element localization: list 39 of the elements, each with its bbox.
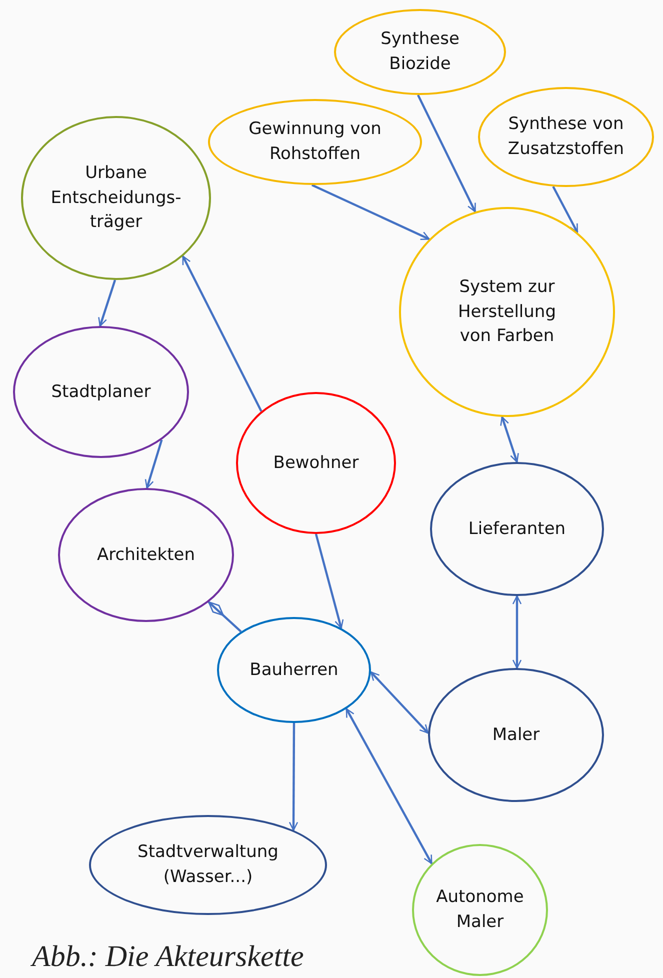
arrow	[98, 280, 116, 327]
node-label: Bauherren	[250, 658, 338, 682]
ellipse-node	[21, 116, 211, 280]
ellipse-node	[217, 617, 371, 723]
node-label: Lieferanten	[468, 518, 566, 541]
ellipse-node	[399, 207, 615, 417]
node-label: Maler	[492, 724, 540, 747]
caption: Abb.: Die Akteurskette	[32, 940, 304, 974]
node-label: Architekten	[97, 544, 195, 567]
arrow	[314, 534, 344, 629]
node-label: Stadtverwaltung (Wasser...)	[136, 841, 280, 889]
node-label: Synthese von Zusatzstoffen	[506, 113, 626, 161]
arrow	[182, 256, 262, 412]
arrow	[370, 671, 429, 734]
arrow	[417, 94, 476, 212]
ellipse-node	[58, 488, 234, 622]
node-label: System zur Herstellung von Farben	[457, 276, 557, 348]
ellipse-node	[208, 99, 422, 185]
arrow	[144, 439, 163, 489]
node-label: Autonome Maler	[435, 886, 525, 934]
ellipse-node	[89, 815, 327, 915]
arrow	[311, 184, 430, 240]
ellipse-node	[430, 462, 604, 596]
arrow	[552, 186, 578, 233]
node-label: Urbane Entscheidungs- träger	[50, 162, 182, 234]
ellipse-node	[13, 326, 189, 458]
arrow	[288, 723, 298, 831]
ellipse-node	[478, 87, 654, 187]
ellipse-node	[236, 392, 396, 534]
arrow	[512, 595, 522, 669]
arrow	[500, 416, 519, 463]
arrow	[345, 708, 433, 864]
ellipse-node	[334, 9, 506, 95]
node-label: Stadtplaner	[51, 380, 151, 404]
ellipse-node	[412, 844, 548, 976]
node-label: Synthese Biozide	[380, 28, 460, 76]
node-label: Gewinnung von Rohstoffen	[248, 118, 382, 166]
ellipse-node	[428, 668, 604, 802]
node-label: Bewohner	[273, 452, 359, 475]
